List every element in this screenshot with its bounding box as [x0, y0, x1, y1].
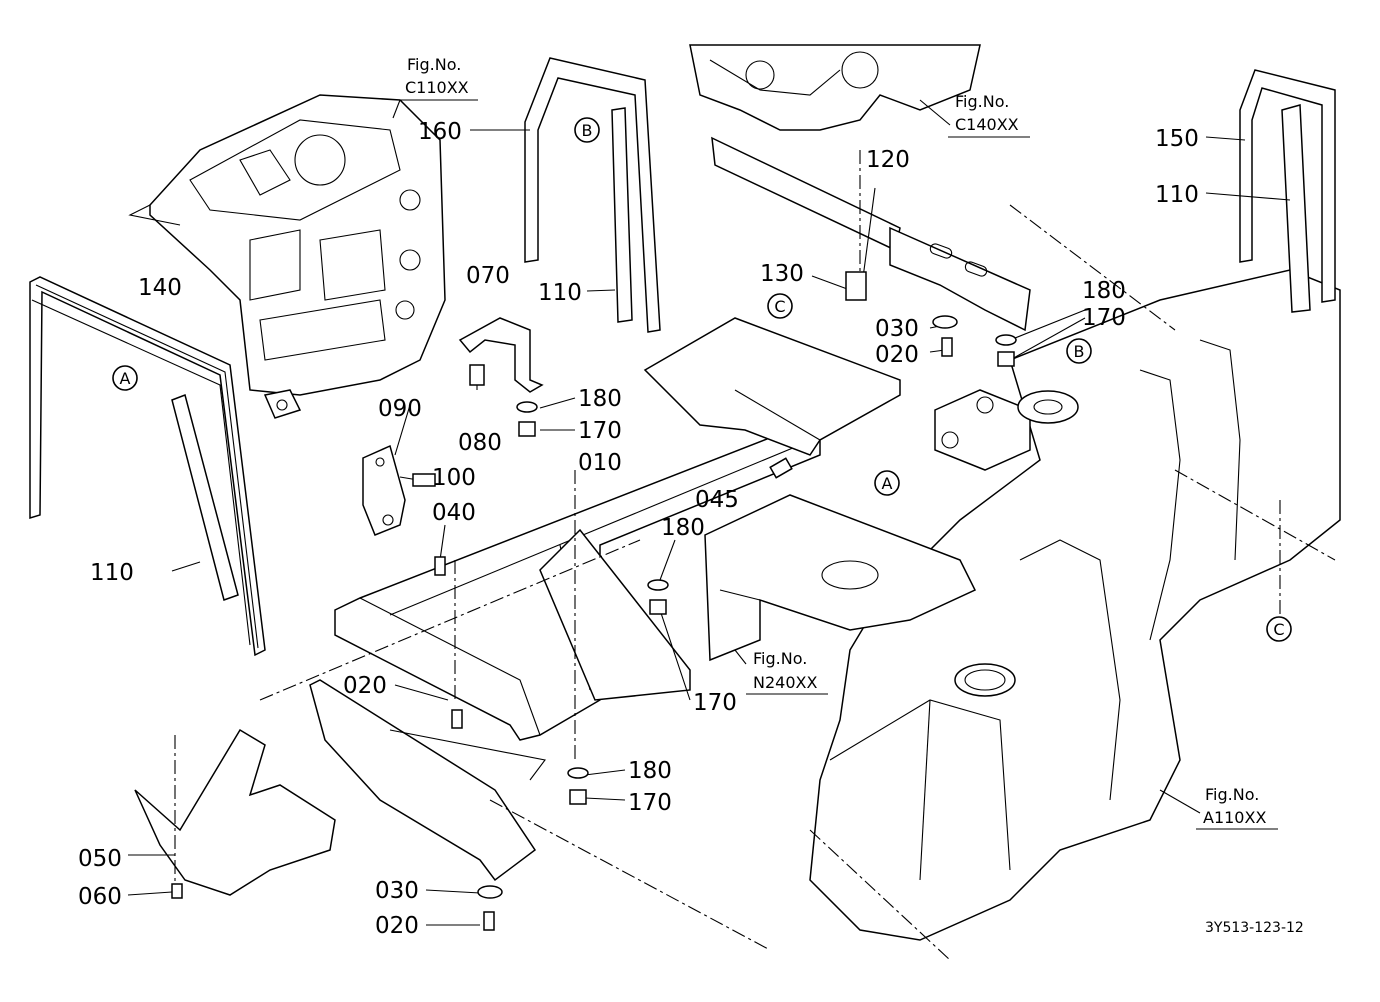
part-label-150: 150 — [1155, 126, 1199, 152]
marker-a-right-text: A — [882, 474, 893, 493]
fasteners — [171, 271, 1017, 931]
marker-b-strap-text: B — [582, 121, 593, 140]
part-label-110-left: 110 — [90, 560, 134, 586]
marker-c-tank: C — [1266, 616, 1292, 642]
fig-ref-c110-label: Fig.No. — [407, 55, 461, 74]
marker-c-bracket-text: C — [774, 297, 785, 316]
part-label-090: 090 — [378, 396, 422, 422]
strap-160-illustration — [524, 57, 661, 333]
part-label-045: 045 — [695, 487, 739, 513]
part-label-020-upper: 020 — [875, 342, 919, 368]
marker-a-left-text: A — [120, 369, 131, 388]
strap-110-right-illustration — [1281, 104, 1311, 313]
fig-ref-n240: Fig.No. N240XX — [734, 649, 828, 695]
fig-ref-c140: Fig.No. C140XX — [948, 92, 1030, 138]
part-label-030-upper: 030 — [875, 316, 919, 342]
fig-ref-a110-label: Fig.No. — [1205, 785, 1259, 804]
part-label-180-middle: 180 — [661, 515, 705, 541]
strap-110-left-illustration — [171, 393, 239, 601]
fig-ref-a110-code: A110XX — [1203, 808, 1266, 827]
part-label-060: 060 — [78, 884, 122, 910]
fig-ref-a110: Fig.No. A110XX — [1196, 785, 1278, 830]
part-label-050: 050 — [78, 846, 122, 872]
part-label-100: 100 — [432, 465, 476, 491]
part-label-170-right: 170 — [1082, 305, 1126, 331]
part-label-170-middle: 170 — [693, 690, 737, 716]
strap-110-middle-illustration — [611, 107, 633, 323]
part-label-040: 040 — [432, 500, 476, 526]
fig-ref-c140-label: Fig.No. — [955, 92, 1009, 111]
part-label-070: 070 — [466, 263, 510, 289]
fuel-tank-illustration — [809, 269, 1341, 941]
bracket-020-lower-illustration — [309, 679, 546, 882]
part-label-020-lower-left: 020 — [343, 673, 387, 699]
part-label-140: 140 — [138, 275, 182, 301]
marker-a-left: A — [112, 365, 138, 391]
marker-c-tank-text: C — [1273, 620, 1284, 639]
part-labels: 140 110 050 060 020 030 020 040 090 100 … — [78, 119, 1199, 939]
marker-b-tank: B — [1066, 338, 1092, 364]
fig-ref-n240-code: N240XX — [753, 673, 817, 692]
part-label-180-upper: 180 — [578, 386, 622, 412]
part-label-020-bottom: 020 — [375, 913, 419, 939]
part-label-180-lower: 180 — [628, 758, 672, 784]
part-label-130: 130 — [760, 261, 804, 287]
marker-a-right: A — [874, 470, 900, 496]
part-label-110-right: 110 — [1155, 182, 1199, 208]
part-label-160: 160 — [418, 119, 462, 145]
part-label-080: 080 — [458, 430, 502, 456]
part-label-120: 120 — [866, 147, 910, 173]
fig-ref-c140-code: C140XX — [955, 115, 1019, 134]
bracket-070-illustration — [458, 317, 544, 393]
part-label-030-bottom: 030 — [375, 878, 419, 904]
strap-140-illustration — [29, 276, 266, 657]
part-label-180-right: 180 — [1082, 278, 1126, 304]
marker-c-bracket: C — [767, 293, 793, 319]
marker-b-strap: B — [574, 117, 600, 143]
fig-ref-c110: Fig.No. C110XX — [392, 55, 478, 119]
bracket-090-illustration — [362, 444, 406, 536]
drawing-code: 3Y513-123-12 — [1205, 920, 1304, 936]
part-label-170-upper: 170 — [578, 418, 622, 444]
part-label-170-lower: 170 — [628, 790, 672, 816]
fig-ref-c110-code: C110XX — [405, 78, 469, 97]
engine-housing-illustration — [689, 44, 1031, 332]
plate-050-illustration — [134, 728, 336, 896]
fig-ref-n240-label: Fig.No. — [753, 649, 807, 668]
marker-b-tank-text: B — [1074, 342, 1085, 361]
bracket-top-center-illustration — [643, 317, 901, 456]
frame-010-illustration — [334, 429, 821, 741]
strap-150-illustration — [1239, 69, 1336, 303]
transmission-case-illustration — [128, 94, 446, 419]
part-label-010: 010 — [578, 450, 622, 476]
part-label-110-middle: 110 — [538, 280, 582, 306]
